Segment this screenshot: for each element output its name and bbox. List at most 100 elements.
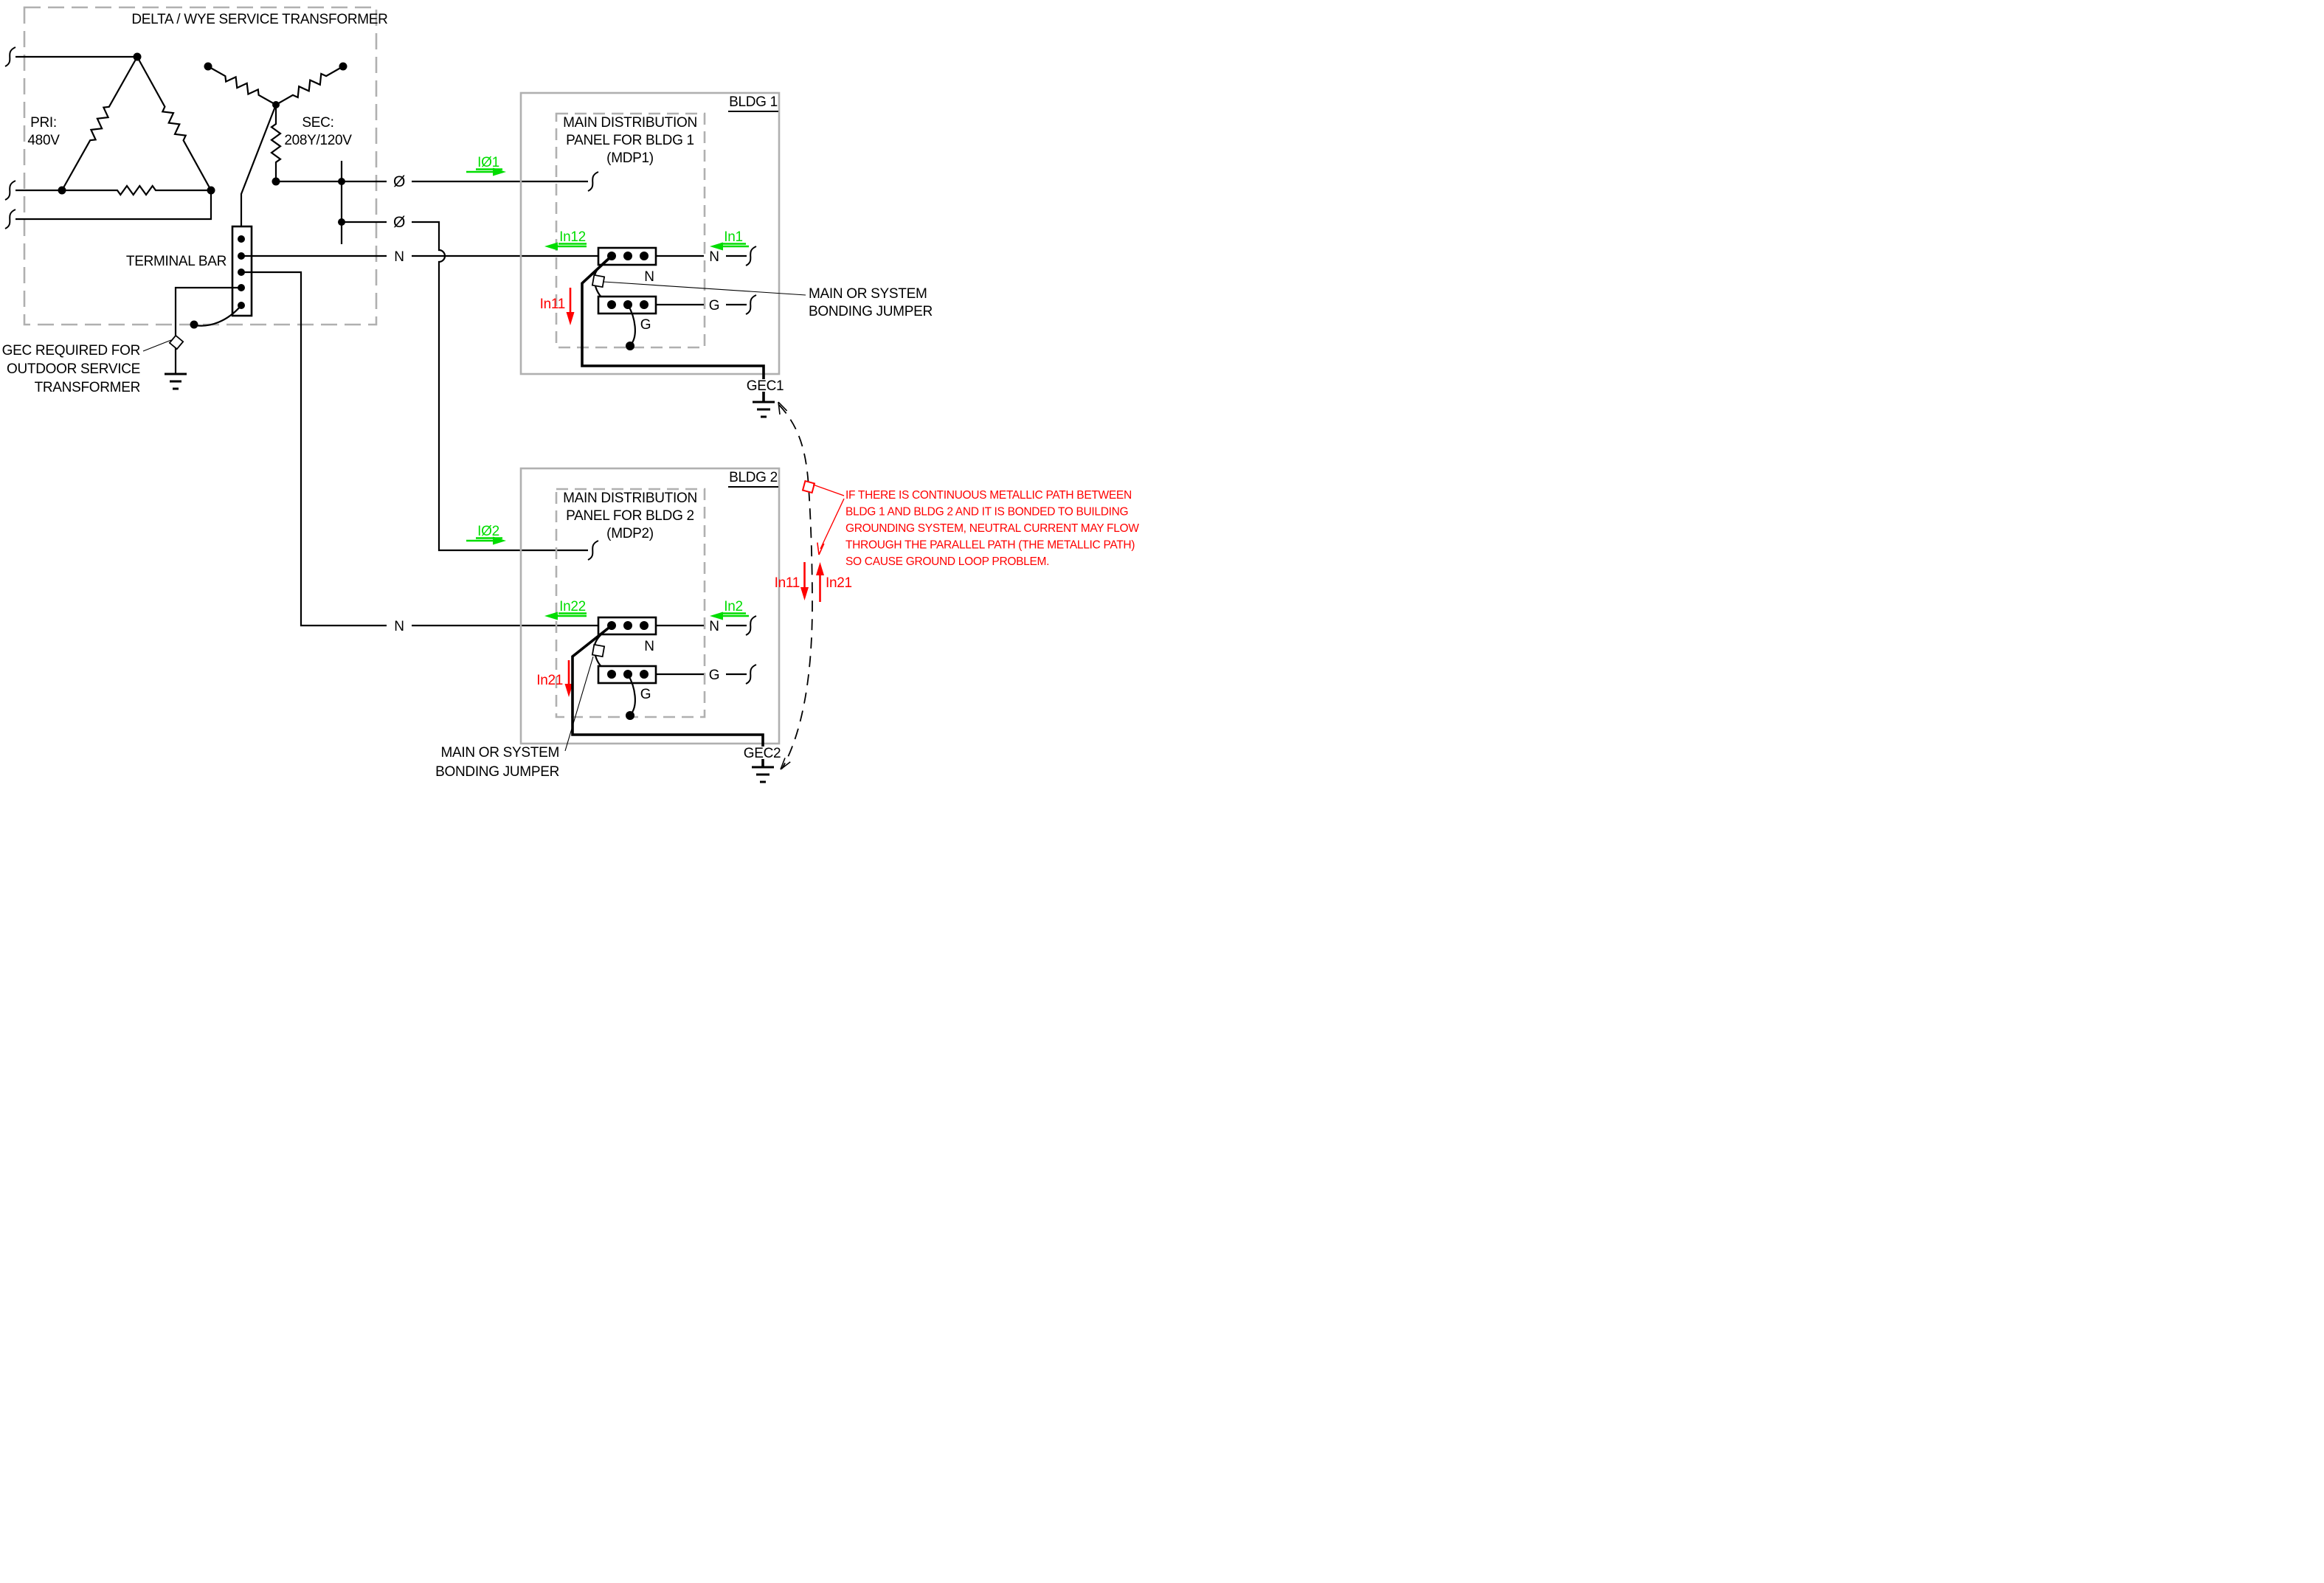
ground-pigtail-dot — [626, 342, 634, 350]
current-label-in11-panel: In11 — [540, 288, 575, 325]
current-label-in22: In22 — [544, 599, 587, 620]
bldg1: BLDG 1 MAIN DISTRIBUTION PANEL FOR BLDG … — [519, 91, 806, 418]
transformer-gec-wire — [174, 286, 241, 374]
ground-pigtail-wire — [627, 673, 636, 714]
loop-current-arrows: In11 In21 — [775, 562, 852, 602]
arrow-down-icon — [566, 312, 575, 325]
conductor-break-icon — [4, 209, 16, 229]
warning-line2: BLDG 1 AND BLDG 2 AND IT IS BONDED TO BU… — [845, 506, 1128, 519]
gec-note-line3: TRANSFORMER — [35, 380, 140, 395]
metallic-path-marker-icon — [801, 479, 816, 494]
ground-symbol: G — [709, 668, 719, 683]
secondary-label: SEC: — [302, 115, 333, 131]
neutral-bar-dot — [623, 621, 632, 630]
bldg2-name: BLDG 2 — [729, 470, 778, 485]
ground-bar-dot — [640, 300, 649, 309]
warning-line3: GROUNDING SYSTEM, NEUTRAL CURRENT MAY FL… — [845, 522, 1139, 535]
ground-loop-path: IF THERE IS CONTINUOUS METALLIC PATH BET… — [775, 401, 1140, 770]
terminal-bar-label: TERMINAL BAR — [126, 254, 226, 269]
bonding-note-line2: BONDING JUMPER — [435, 764, 559, 780]
diagram-canvas: DELTA / WYE SERVICE TRANSFORMER PRI: 480… — [2, 6, 1140, 783]
mdp2-title-line2: PANEL FOR BLDG 2 — [566, 508, 694, 524]
neutral-bar-dot — [623, 252, 632, 260]
wye-winding-left — [207, 66, 277, 105]
ground-symbol: G — [709, 298, 719, 314]
mdp1-title-line2: PANEL FOR BLDG 1 — [566, 133, 694, 148]
gec-note-line2: OUTDOOR SERVICE — [7, 361, 140, 377]
warning-line1: IF THERE IS CONTINUOUS METALLIC PATH BET… — [845, 489, 1132, 502]
terminal-bar — [231, 225, 253, 317]
bonding-note-leader — [564, 656, 594, 752]
neutral-bar-label: N — [644, 269, 654, 285]
primary-feeder-c — [15, 190, 212, 221]
ground-bar-label: G — [640, 317, 651, 333]
terminal-dot — [238, 235, 245, 243]
gec-note-line1: GEC REQUIRED FOR — [2, 343, 140, 358]
ground-bar-dot — [607, 670, 616, 679]
arrow-left-icon — [544, 242, 558, 251]
earth-ground-icon — [753, 401, 775, 418]
gec-marker-icon — [168, 334, 184, 350]
gec1-label-bg — [744, 379, 786, 392]
neutral-bar-dot — [640, 252, 649, 260]
in1-label: In1 — [724, 229, 743, 245]
primary-feeders — [4, 46, 212, 229]
earth-ground-icon — [165, 373, 187, 390]
junction-dot — [338, 178, 345, 185]
phase2-wire-to-bldg2 — [412, 221, 588, 552]
gec2-label: GEC2 — [744, 746, 781, 761]
warning-line5: SO CAUSE GROUND LOOP PROBLEM. — [845, 555, 1049, 568]
primary-label: PRI: — [30, 115, 57, 131]
arrow-down-icon — [800, 587, 809, 600]
phase-symbol: Ø — [393, 173, 405, 190]
bonding-jumper-icon — [591, 274, 606, 288]
bldg1-outline-box — [519, 91, 781, 375]
neutral-wire-bldg2 — [241, 271, 387, 627]
conductor-break-icon — [587, 171, 599, 192]
in22-label: In22 — [559, 599, 586, 614]
delta-winding-right — [136, 56, 212, 191]
bldg2-outline-box — [519, 467, 781, 745]
in11-label: In11 — [540, 297, 565, 312]
earth-ground-icon — [752, 766, 774, 783]
in21-loop-label: In21 — [826, 575, 852, 591]
arrow-up-icon — [816, 562, 824, 575]
ground-pigtail-wire — [627, 304, 636, 344]
in21-label: In21 — [536, 673, 563, 688]
phase-symbol: Ø — [393, 214, 405, 231]
wye-winding-center — [270, 105, 282, 181]
ground-bar-label: G — [640, 687, 651, 702]
bldg2-gec-wire — [571, 624, 764, 767]
conductor-break-icon — [587, 540, 599, 561]
in12-label: In12 — [559, 229, 586, 245]
secondary-phase-bus: Ø Ø IØ1 IØ2 — [276, 155, 599, 561]
mdp1-title-line3: (MDP1) — [606, 150, 654, 166]
current-label-in2: In2 — [710, 599, 749, 620]
current-label-in21-panel: In21 — [536, 660, 573, 697]
conductor-break-icon — [745, 615, 757, 636]
primary-voltage: 480V — [27, 133, 60, 148]
arrow-left-icon — [544, 612, 558, 620]
arrow-right-icon — [493, 167, 506, 176]
neutral-bar-dot — [640, 621, 649, 630]
bonding-note-line1: MAIN OR SYSTEM — [809, 286, 927, 302]
arrow-left-icon — [710, 612, 723, 620]
neutral-symbol: N — [394, 249, 404, 265]
ground-bar-dot — [640, 670, 649, 679]
gec1-label: GEC1 — [747, 378, 784, 394]
current-label-in12: In12 — [544, 229, 587, 251]
arrow-down-left-icon — [780, 758, 791, 770]
mdp2-title-line1: MAIN DISTRIBUTION — [563, 491, 697, 506]
delta-terminal-dot — [207, 186, 215, 195]
transformer-enclosure-box — [23, 6, 378, 326]
bldg1-name: BLDG 1 — [729, 94, 778, 110]
wye-terminal-dot — [204, 62, 212, 71]
transformer-title: DELTA / WYE SERVICE TRANSFORMER — [131, 12, 387, 27]
delta-winding-bottom — [62, 184, 211, 196]
gec-note-leader — [142, 339, 172, 352]
conductor-break-icon — [4, 46, 16, 67]
neutral-symbol: N — [709, 619, 719, 634]
iphase2-label: IØ2 — [477, 524, 499, 539]
warning-leader — [812, 484, 845, 496]
gec2-label-bg — [741, 747, 784, 759]
